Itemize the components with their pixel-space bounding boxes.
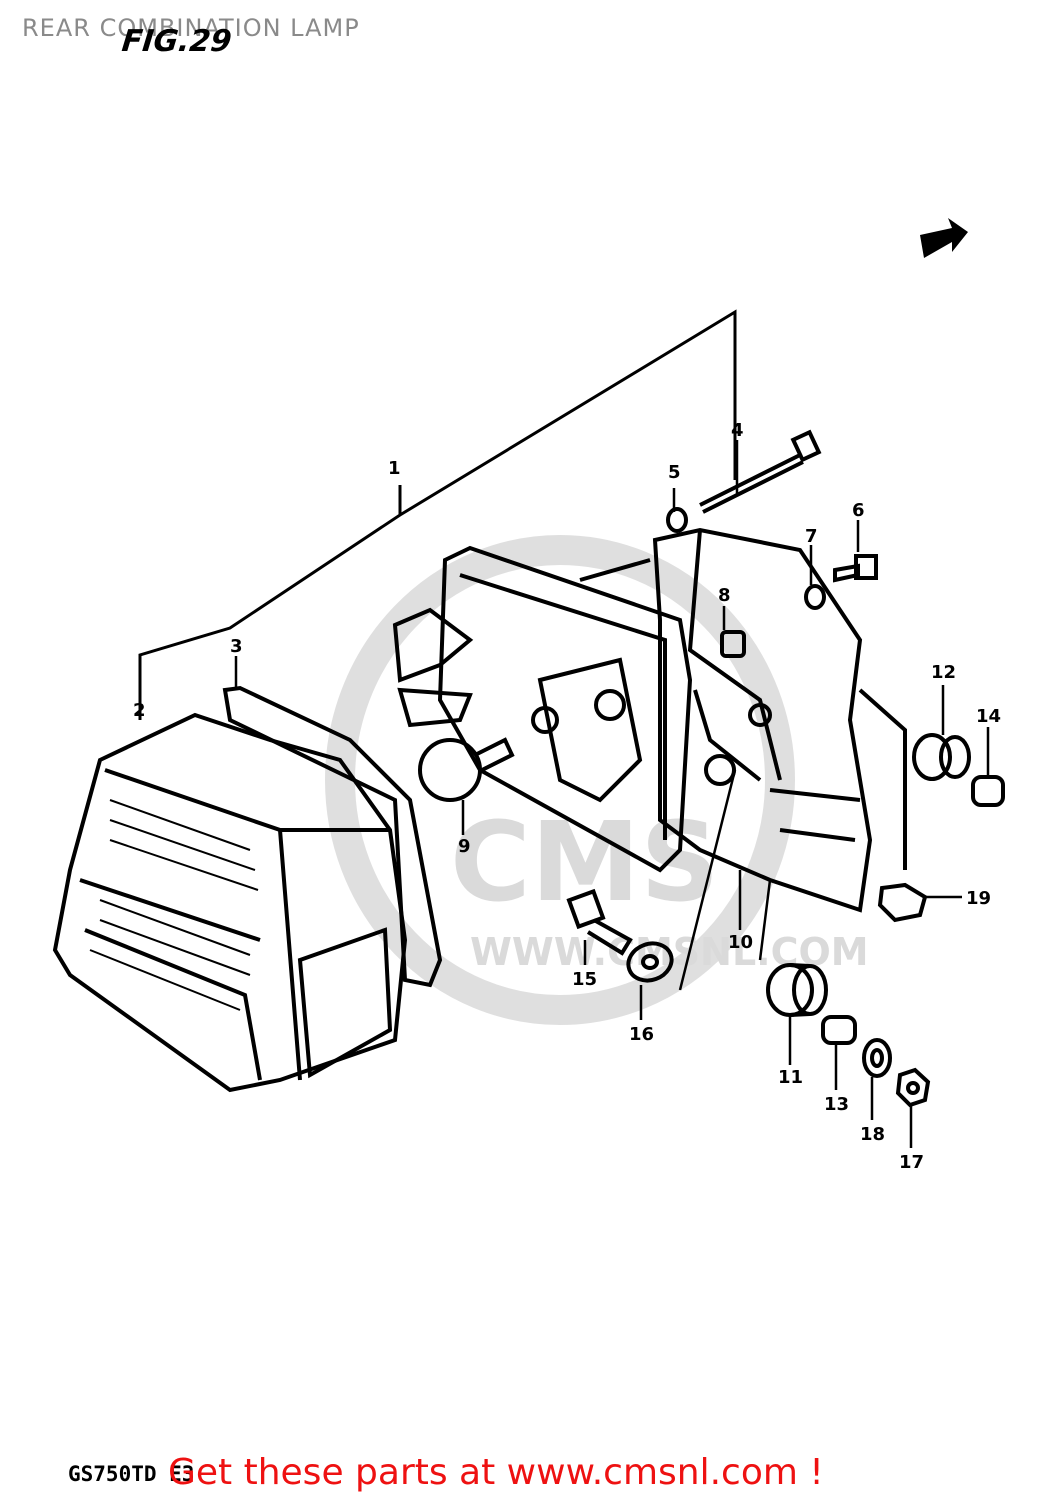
part-washer-16	[626, 941, 674, 983]
callout-3: 3	[230, 636, 243, 657]
part-washer-7	[804, 584, 826, 610]
model-label: GS750TD E3	[68, 1462, 195, 1486]
callout-17: 17	[899, 1152, 924, 1173]
part-cushion-12	[912, 733, 971, 781]
callout-19: 19	[966, 888, 991, 909]
assembly-leader	[138, 309, 737, 720]
part-bolt-15	[566, 888, 633, 956]
callout-1: 1	[388, 458, 401, 479]
callout-8: 8	[718, 585, 731, 606]
part-housing	[392, 545, 693, 873]
part-screw-6	[833, 554, 878, 583]
callout-18: 18	[860, 1124, 885, 1145]
part-collar-8	[720, 630, 746, 658]
part-washer-5	[666, 507, 688, 533]
callout-2: 2	[133, 700, 146, 721]
callout-16: 16	[629, 1024, 654, 1045]
callout-leaders	[234, 440, 990, 1148]
part-nut-19	[877, 882, 928, 923]
callout-10: 10	[728, 932, 753, 953]
watermark-brand: CMS	[450, 798, 719, 926]
callout-5: 5	[668, 462, 681, 483]
callout-9: 9	[458, 836, 471, 857]
callout-7: 7	[805, 526, 818, 547]
part-washer-18	[862, 1038, 892, 1078]
footer-parts-link[interactable]: Get these parts at www.cmsnl.com !	[168, 1452, 824, 1493]
part-bolt	[699, 429, 822, 514]
part-nut-17	[895, 1067, 931, 1108]
part-collar-13	[821, 1015, 857, 1045]
part-lens	[52, 712, 408, 1093]
callout-4: 4	[731, 420, 744, 441]
callout-13: 13	[824, 1094, 849, 1115]
callout-15: 15	[572, 969, 597, 990]
callout-11: 11	[778, 1067, 803, 1088]
part-gasket	[222, 685, 443, 988]
part-collar-14	[971, 775, 1005, 807]
callout-14: 14	[976, 706, 1001, 727]
direction-arrow-icon	[920, 218, 968, 258]
callout-6: 6	[852, 500, 865, 521]
callout-12: 12	[931, 662, 956, 683]
callout-labels: 1 2 3 4 5 6 7 8 9 10 11 12 13 14 15 16 1…	[133, 420, 1001, 1173]
page-title: REAR COMBINATION LAMP	[22, 14, 360, 42]
